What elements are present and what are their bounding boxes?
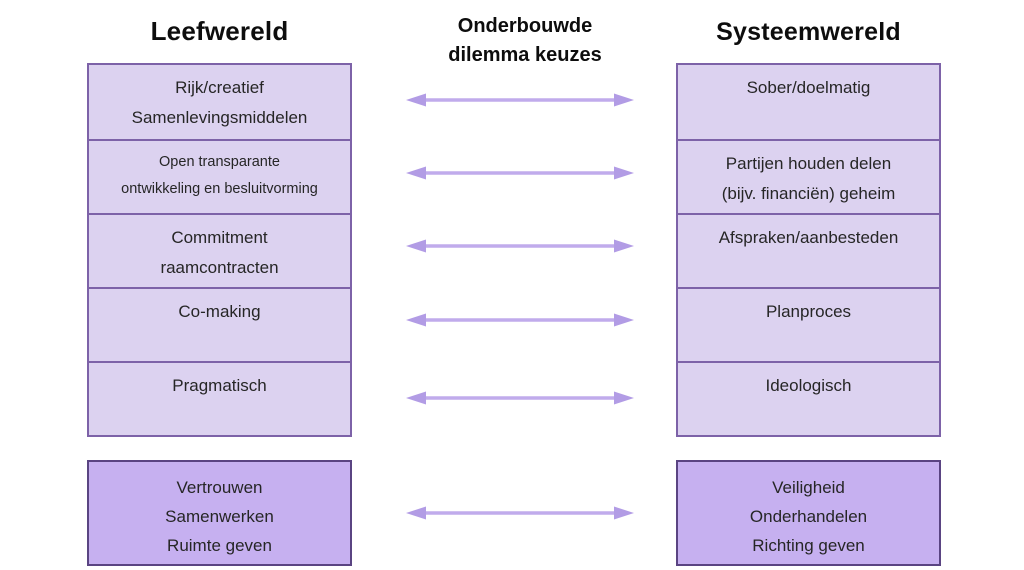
- box-line: Ruimte geven: [167, 536, 272, 555]
- box-line: Richting geven: [752, 536, 865, 555]
- box-line: Open transparante: [159, 154, 280, 170]
- box-co-making: Co-making: [89, 287, 350, 361]
- box-line: Sober/doelmatig: [746, 78, 871, 97]
- box-line: Planproces: [765, 302, 852, 321]
- box-line: Samenlevingsmiddelen: [131, 108, 308, 127]
- right-column-title: Systeemwereld: [716, 18, 901, 46]
- box-line: Pragmatisch: [172, 376, 267, 395]
- box-line: raamcontracten: [160, 258, 279, 277]
- box-line: Ideologisch: [765, 376, 852, 395]
- box-line: Rijk/creatief: [175, 78, 264, 97]
- double-arrow-icon: [405, 390, 635, 406]
- box-line: Veiligheid: [772, 478, 845, 497]
- middle-title: Onderbouwde dilemma keuzes: [395, 12, 655, 70]
- left-column-title: Leefwereld: [150, 16, 289, 46]
- box-rijk-creatief: Rijk/creatief Samenlevingsmiddelen: [89, 65, 350, 139]
- double-arrow-icon: [405, 505, 635, 521]
- box-pragmatisch: Pragmatisch: [89, 361, 350, 435]
- box-line: Partijen houden delen: [725, 154, 892, 173]
- box-line: (bijv. financiën) geheim: [721, 184, 896, 203]
- box-line: Commitment: [171, 228, 268, 247]
- double-arrow-icon: [405, 92, 635, 108]
- box-line: Afspraken/aanbesteden: [718, 228, 899, 247]
- left-box-stack: Rijk/creatief Samenlevingsmiddelen Open …: [87, 63, 352, 437]
- box-line: Co-making: [178, 302, 261, 321]
- box-line: Onderhandelen: [749, 507, 868, 526]
- box-commitment: Commitment raamcontracten: [89, 213, 350, 287]
- box-open-transparante: Open transparante ontwikkeling en beslui…: [89, 139, 350, 213]
- right-box-stack: Sober/doelmatig Partijen houden delen (b…: [676, 63, 941, 437]
- box-partijen-geheim: Partijen houden delen (bijv. financiën) …: [678, 139, 939, 213]
- box-ideologisch: Ideologisch: [678, 361, 939, 435]
- box-vertrouwen: Vertrouwen Samenwerken Ruimte geven: [87, 460, 352, 566]
- box-sober-doelmatig: Sober/doelmatig: [678, 65, 939, 139]
- box-line: Vertrouwen: [176, 478, 263, 497]
- double-arrow-icon: [405, 165, 635, 181]
- double-arrow-icon: [405, 238, 635, 254]
- middle-title-line1: Onderbouwde: [457, 15, 593, 37]
- box-veiligheid: Veiligheid Onderhandelen Richting geven: [676, 460, 941, 566]
- box-afspraken-aanbesteden: Afspraken/aanbesteden: [678, 213, 939, 287]
- box-line: Samenwerken: [165, 507, 274, 526]
- box-line: ontwikkeling en besluitvorming: [121, 181, 318, 197]
- double-arrow-icon: [405, 312, 635, 328]
- middle-title-line2: dilemma keuzes: [448, 44, 602, 66]
- box-planproces: Planproces: [678, 287, 939, 361]
